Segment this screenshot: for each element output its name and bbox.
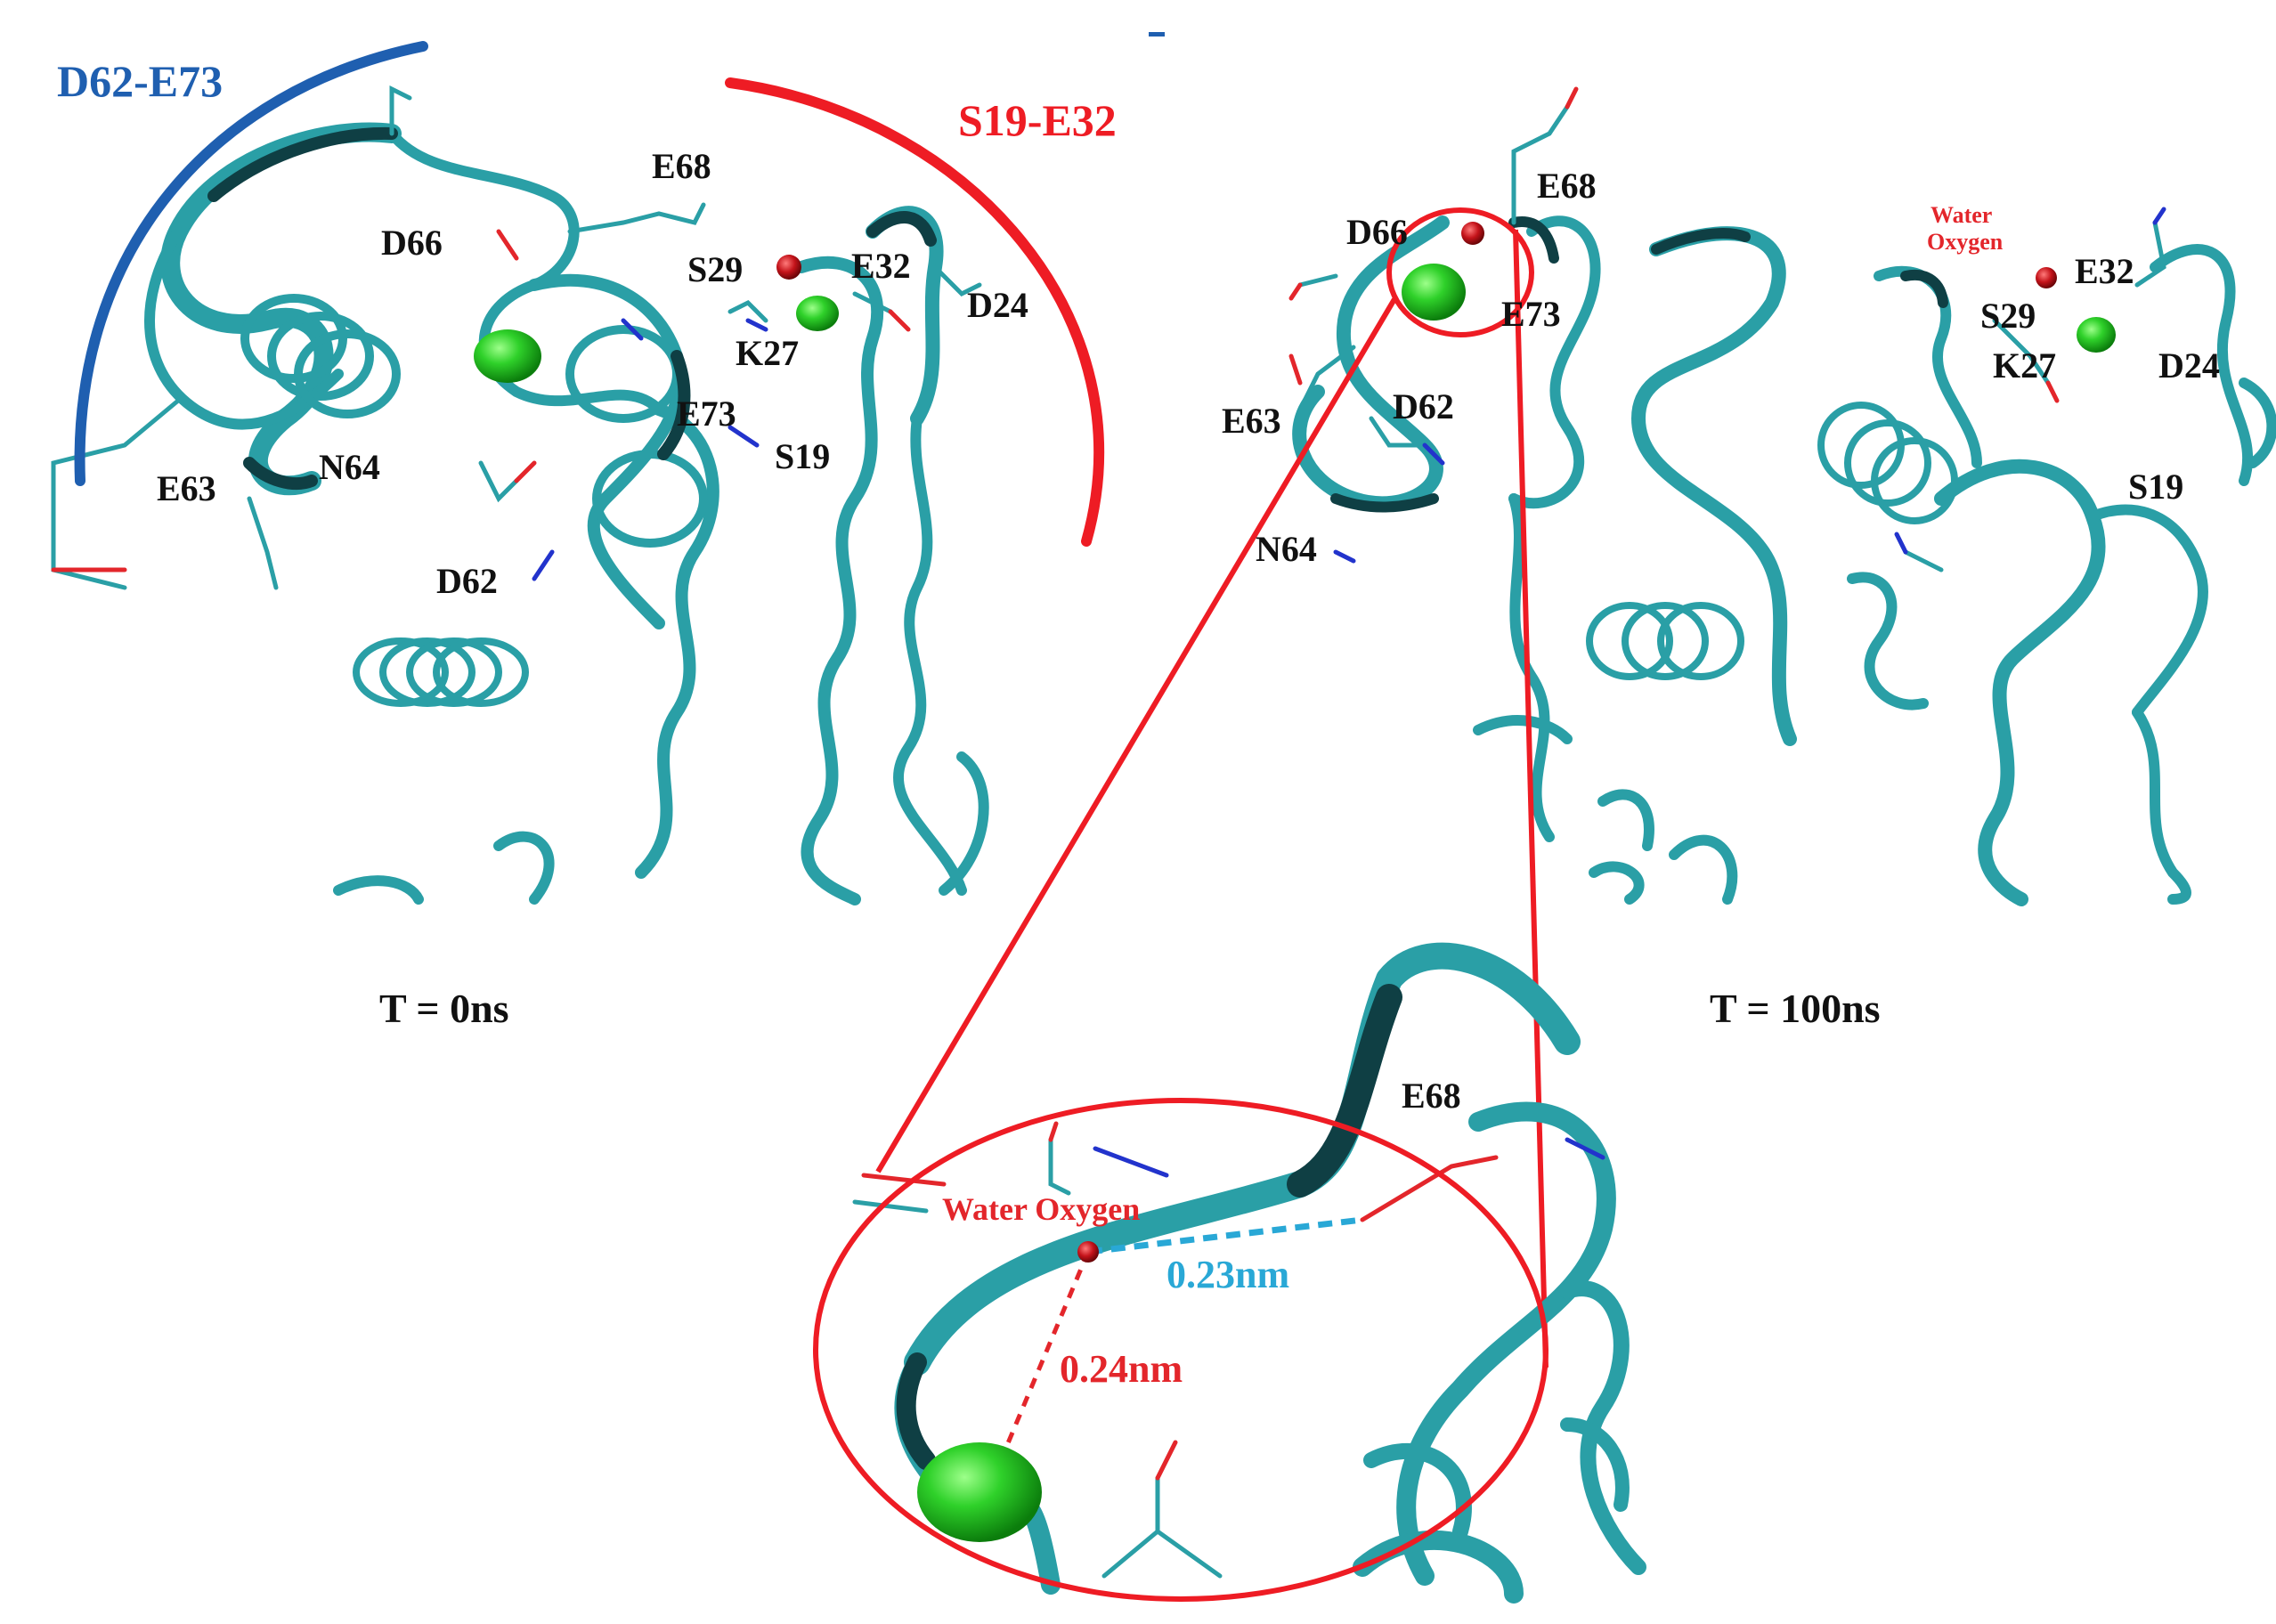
side-chains-left (51, 85, 982, 590)
zoom-label-e68: E68 (1402, 1076, 1461, 1116)
calcium-ion-left-1 (474, 329, 541, 383)
left-time-label: T = 0ns (379, 986, 509, 1031)
left-label-e68: E68 (652, 146, 711, 186)
water-oxygen-right-2 (2036, 267, 2057, 288)
water-oxygen-zoom (1077, 1241, 1099, 1263)
region-label-s19-e32: S19-E32 (958, 95, 1117, 145)
zoom-connector-right (1513, 229, 1548, 1368)
left-label-s19: S19 (775, 436, 830, 476)
right-label-d62: D62 (1393, 386, 1454, 426)
zoom-ribbon (894, 942, 1646, 1604)
right-label-e73: E73 (1501, 294, 1561, 334)
calcium-ion-left-2 (796, 296, 839, 331)
protein-ribbon-left-shadow (207, 126, 937, 491)
left-panel-structure (51, 85, 989, 905)
right-label-water-line2: Oxygen (1927, 229, 2004, 255)
region-arc-s19-e32 (725, 77, 1105, 547)
calcium-ion-right-2 (2077, 317, 2116, 353)
region-arc-d62-e73 (74, 41, 428, 486)
left-label-e32: E32 (851, 246, 911, 286)
right-label-e32: E32 (2075, 251, 2134, 291)
left-label-d24: D24 (967, 285, 1028, 325)
right-label-water-line1: Water (1931, 202, 1992, 228)
right-time-label: T = 100ns (1710, 986, 1881, 1031)
zoom-source-circle (1386, 207, 1534, 337)
calcium-ion-right-1 (1402, 264, 1466, 321)
water-oxygen-right-1 (1461, 222, 1484, 245)
right-label-e68: E68 (1537, 166, 1597, 206)
zoom-side-chains (852, 1121, 1605, 1579)
right-label-k27: K27 (1993, 345, 2056, 386)
left-label-s29: S29 (687, 249, 743, 289)
right-label-d24: D24 (2158, 345, 2220, 386)
zoom-label-water-oxygen: Water Oxygen (942, 1191, 1140, 1227)
left-label-d66: D66 (381, 223, 443, 263)
zoom-highlight-ellipse (813, 1098, 1548, 1602)
right-residue-labels: D66 E68 E73 E63 D62 N64 Water Oxygen E32… (1222, 166, 2220, 569)
zoom-inset: E68 Water Oxygen 0.23nm 0.24nm (813, 942, 1646, 1604)
left-label-k27: K27 (736, 333, 799, 373)
zoom-connector-left (875, 297, 1397, 1173)
right-label-e63: E63 (1222, 401, 1281, 441)
side-chains-right (1288, 86, 2166, 572)
zoom-label-distance-red: 0.24nm (1060, 1347, 1183, 1391)
protein-ribbon-right (1292, 215, 2276, 906)
left-residue-labels: E68 D66 S29 E32 D24 K27 E73 S19 E63 N64 … (157, 146, 1028, 601)
right-panel-structure (1288, 86, 2276, 906)
right-label-n64: N64 (1256, 529, 1317, 569)
calcium-ion-zoom (917, 1442, 1042, 1542)
zoom-label-distance-blue: 0.23nm (1166, 1253, 1289, 1296)
left-label-d62: D62 (436, 561, 498, 601)
protein-ribbon-left (143, 122, 989, 905)
right-label-d66: D66 (1346, 212, 1408, 252)
left-label-e63: E63 (157, 468, 216, 508)
top-marker (1149, 32, 1165, 37)
left-label-e73: E73 (677, 394, 736, 434)
right-label-s19: S19 (2128, 467, 2183, 507)
protein-ribbon-right-shadow (1330, 216, 1948, 513)
left-label-n64: N64 (319, 447, 380, 487)
right-label-s29: S29 (1980, 296, 2036, 336)
water-oxygen-left (776, 255, 801, 280)
region-label-d62-e73: D62-E73 (57, 56, 223, 106)
